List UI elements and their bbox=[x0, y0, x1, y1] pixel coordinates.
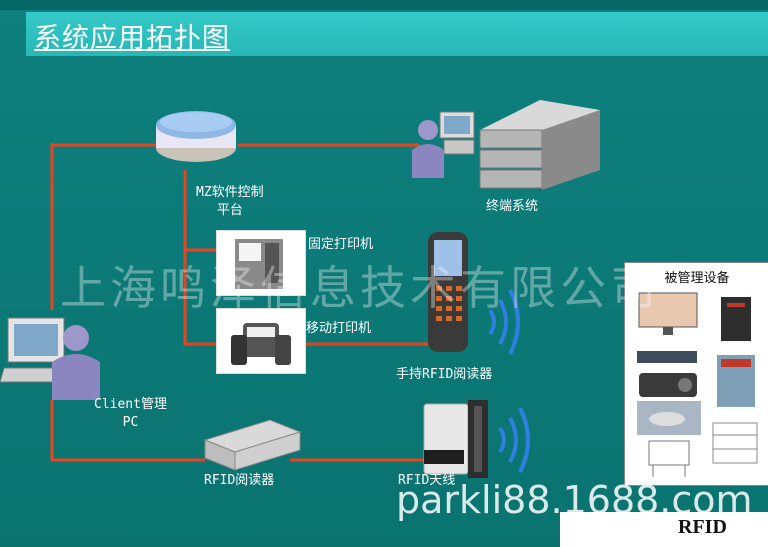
antenna-waves-icon bbox=[500, 408, 528, 472]
client-pc-icon bbox=[0, 318, 100, 400]
control-platform-label-text: MZ软件控制 平台 bbox=[196, 185, 264, 218]
wire-shelf-icon bbox=[713, 423, 757, 463]
rfid-reader-label: RFID阅读器 bbox=[204, 472, 274, 490]
terminal-user-icon bbox=[412, 112, 474, 178]
rfid-antenna-icon bbox=[424, 400, 488, 478]
footer-brand: RFID bbox=[678, 516, 727, 539]
whiteboard-stand-icon bbox=[649, 441, 689, 477]
control-platform-label: MZ软件控制 平台 bbox=[196, 184, 264, 220]
equipment-cabinet-icon bbox=[717, 355, 755, 407]
terminal-system-label: 终端系统 bbox=[486, 198, 538, 216]
rfid-reader-device-icon bbox=[205, 420, 300, 470]
client-pc-label-text: Client管理 PC bbox=[94, 397, 167, 430]
platform-database-icon bbox=[156, 111, 236, 162]
client-pc-label: Client管理 PC bbox=[94, 396, 167, 432]
mobile-printer-label: 移动打印机 bbox=[306, 320, 371, 338]
server-rack-icon bbox=[480, 100, 600, 190]
projector-icon bbox=[639, 373, 697, 397]
network-switch-icon bbox=[637, 351, 697, 363]
tower-server-icon bbox=[721, 297, 751, 341]
helicopter-photo-icon bbox=[637, 401, 701, 435]
mobile-printer-icon bbox=[217, 309, 305, 373]
handheld-reader-label: 手持RFID阅读器 bbox=[396, 366, 492, 384]
company-watermark: 上海鸣泽信息技术有限公司 bbox=[60, 252, 660, 318]
